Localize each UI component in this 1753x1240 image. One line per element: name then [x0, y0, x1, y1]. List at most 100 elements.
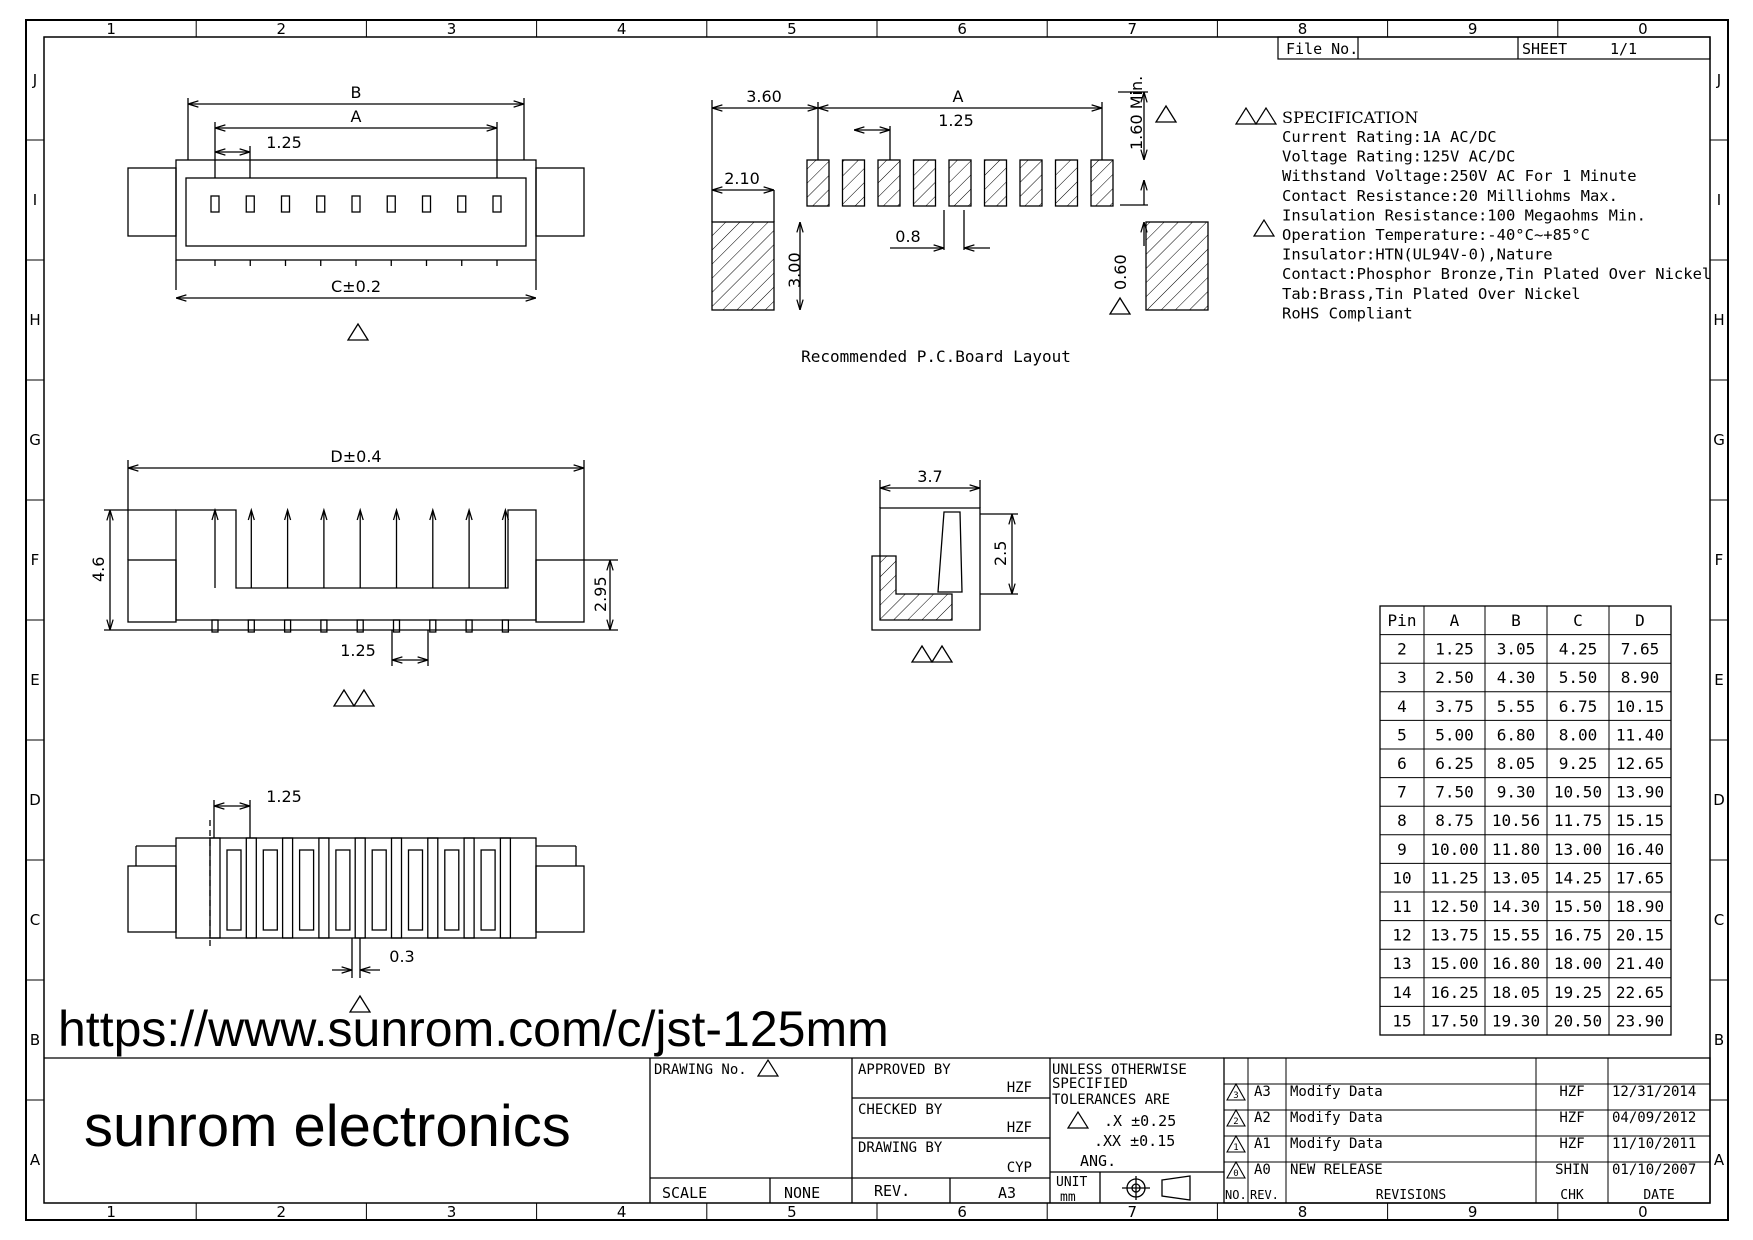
unit-label: UNIT: [1056, 1175, 1087, 1190]
table-cell: 15.15: [1616, 811, 1664, 830]
rev-triangle-icon: [1226, 1108, 1246, 1127]
bottom-pin: [209, 837, 221, 939]
bottom-pitch: 1.25: [266, 787, 302, 806]
table-cell: 11.80: [1492, 840, 1540, 859]
pin-slot: [386, 195, 396, 213]
rev-desc: NEW RELEASE: [1290, 1162, 1383, 1178]
table-cell: 6: [1397, 754, 1407, 773]
scale-value: NONE: [784, 1184, 820, 1202]
table-cell: 3: [1397, 668, 1407, 687]
table-cell: 23.90: [1616, 1011, 1664, 1030]
frame-col-label: 6: [957, 1203, 967, 1221]
table-cell: 18.00: [1554, 954, 1602, 973]
rev-chk: HZF: [1559, 1110, 1584, 1126]
rev-code: A1: [1254, 1136, 1271, 1152]
table-cell: 7.50: [1435, 783, 1474, 802]
rev-no: 1: [1233, 1143, 1238, 1153]
rev-triangle-icon: [346, 322, 370, 341]
rev-chk: HZF: [1559, 1136, 1584, 1152]
table-cell: 16.25: [1430, 983, 1478, 1002]
pcb-pad: [806, 159, 830, 207]
rev-chk: SHIN: [1555, 1162, 1589, 1178]
table-cell: 16.40: [1616, 840, 1664, 859]
bottom-pin: [354, 837, 366, 939]
spec-line: Voltage Rating:125V AC/DC: [1282, 148, 1515, 166]
rev-desc: Modify Data: [1290, 1136, 1383, 1152]
pcb-pad: [877, 159, 901, 207]
bottom-pin: [463, 837, 475, 939]
table-cell: 15: [1392, 1011, 1411, 1030]
rev-code: A2: [1254, 1110, 1271, 1126]
table-cell: 22.65: [1616, 983, 1664, 1002]
table-cell: 16.75: [1554, 926, 1602, 945]
rev-header-desc: REVISIONS: [1376, 1188, 1446, 1203]
rev-code: A0: [1254, 1162, 1271, 1178]
table-cell: 10: [1392, 868, 1411, 887]
table-cell: 2: [1397, 640, 1407, 659]
spec-line: Insulation Resistance:100 Megaohms Min.: [1282, 206, 1646, 224]
pcb-pad-w: 0.8: [895, 227, 920, 246]
frame-col-label: 5: [787, 1203, 797, 1221]
tolerance-triangle-icon: [1066, 1110, 1090, 1129]
pcb-dim-a: A: [953, 87, 964, 106]
table-cell: 8.75: [1435, 811, 1474, 830]
table-cell: 9.30: [1497, 783, 1536, 802]
front-pin: [392, 619, 401, 633]
rev-desc: Modify Data: [1290, 1084, 1383, 1100]
rev-triangle-icon: [332, 688, 356, 707]
table-cell: 18.90: [1616, 897, 1664, 916]
table-cell: 19.25: [1554, 983, 1602, 1002]
rev-triangle-icon: [1226, 1134, 1246, 1153]
tolerance-ang: ANG.: [1080, 1152, 1116, 1170]
table-cell: 13.90: [1616, 783, 1664, 802]
table-cell: 9.25: [1559, 754, 1598, 773]
rev1-triangle-icon: [1254, 106, 1278, 125]
table-cell: 4.30: [1497, 668, 1536, 687]
table-cell: 7: [1397, 783, 1407, 802]
pcb-pitch: 1.25: [938, 111, 974, 130]
tolerance-line1: UNLESS OTHERWISE: [1052, 1062, 1187, 1078]
table-cell: 11: [1392, 897, 1411, 916]
front-pin: [356, 619, 364, 633]
frame-row-label: B: [30, 1031, 40, 1049]
frame-col-label: 0: [1638, 20, 1648, 38]
table-header-cell: C: [1573, 611, 1583, 630]
pcb-tab-w: 2.10: [724, 169, 760, 188]
drawing-by-name: CYP: [1007, 1160, 1032, 1176]
spec-line: Contact:Phosphor Bronze,Tin Plated Over …: [1282, 265, 1711, 283]
rev-date: 12/31/2014: [1612, 1084, 1696, 1100]
tolerance-line3: TOLERANCES ARE: [1052, 1092, 1170, 1108]
table-cell: 8.00: [1559, 725, 1598, 744]
rev-triangle-icon: [910, 644, 934, 663]
pcb-pad: [912, 159, 937, 207]
rev-desc: Modify Data: [1290, 1110, 1383, 1126]
front-view: [104, 460, 618, 666]
spec-title: SPECIFICATION: [1282, 108, 1418, 127]
table-header-cell: B: [1511, 611, 1521, 630]
table-header-cell: A: [1450, 611, 1460, 630]
frame-row-label: A: [30, 1151, 41, 1169]
table-cell: 9: [1397, 840, 1407, 859]
rev-triangle-icon: [1108, 296, 1132, 315]
frame-row-label: B: [1714, 1031, 1724, 1049]
frame-col-label: 9: [1468, 20, 1478, 38]
pin-slot: [316, 195, 326, 213]
rev3-triangle-icon: [1234, 106, 1258, 125]
pcb-pad-min: 1.60 Min.: [1127, 76, 1146, 150]
table-cell: 5.50: [1559, 668, 1598, 687]
table-cell: 2.50: [1435, 668, 1474, 687]
approved-by-label: APPROVED BY: [858, 1062, 951, 1078]
front-pin: [501, 619, 510, 633]
rev-triangle-icon: [352, 688, 376, 707]
frame-row-label: E: [30, 671, 39, 689]
frame-col-label: 4: [617, 20, 627, 38]
side-width: 3.7: [917, 467, 942, 486]
frame-row-label: C: [1714, 911, 1724, 929]
pcb-pad: [983, 159, 1008, 207]
rev-code: A3: [1254, 1084, 1271, 1100]
spec-line: RoHS Compliant: [1282, 304, 1413, 322]
rev2-triangle-icon: [1252, 218, 1276, 237]
frame-col-label: 7: [1128, 20, 1138, 38]
rev-header-chk: CHK: [1560, 1188, 1584, 1203]
frame-row-label: D: [29, 791, 41, 809]
